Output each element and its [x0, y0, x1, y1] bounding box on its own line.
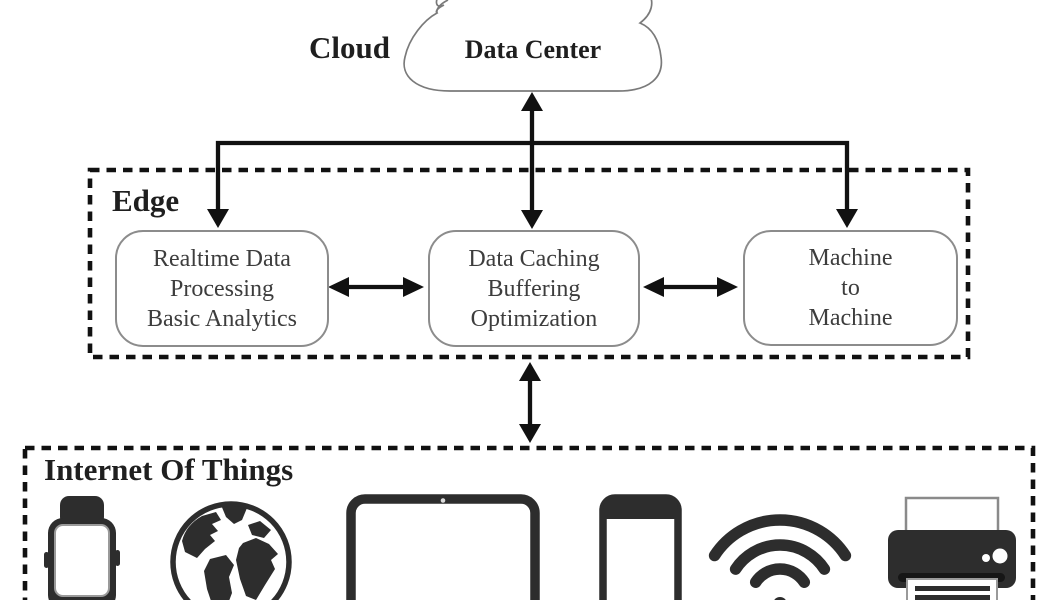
data-center-label: Data Center [464, 35, 602, 64]
iot-label: Internet Of Things [44, 452, 294, 487]
edge-box-text: Realtime Data Processing Basic Analytics [147, 245, 297, 332]
smartphone-icon [599, 494, 682, 600]
edge-box-data-caching: Data Caching Buffering Optimization [428, 230, 640, 347]
printer-icon [888, 496, 1016, 600]
cloud-label: Cloud [309, 30, 390, 65]
smartwatch-icon [44, 496, 120, 600]
edge-box-text: Data Caching Buffering Optimization [468, 245, 600, 332]
arrow-cloud-branches [207, 140, 858, 228]
arrow-realtime-caching [328, 277, 424, 297]
arrow-cloud-edge [521, 92, 543, 229]
cloud-curl [436, 0, 449, 14]
arrow-edge-iot [519, 362, 541, 443]
arrow-caching-m2m [643, 277, 738, 297]
edge-box-text: Machine to Machine [808, 245, 893, 331]
iot-dashed-border [22, 445, 1036, 600]
globe-icon [170, 501, 292, 600]
edge-box-realtime-processing: Realtime Data Processing Basic Analytics [115, 230, 329, 347]
wifi-icon [708, 514, 852, 600]
tablet-icon [346, 494, 540, 600]
cloud-shape [403, 0, 663, 92]
edge-label: Edge [112, 183, 180, 218]
edge-box-machine-to-machine: Machine to Machine [743, 230, 958, 346]
edge-dashed-border [87, 167, 971, 360]
